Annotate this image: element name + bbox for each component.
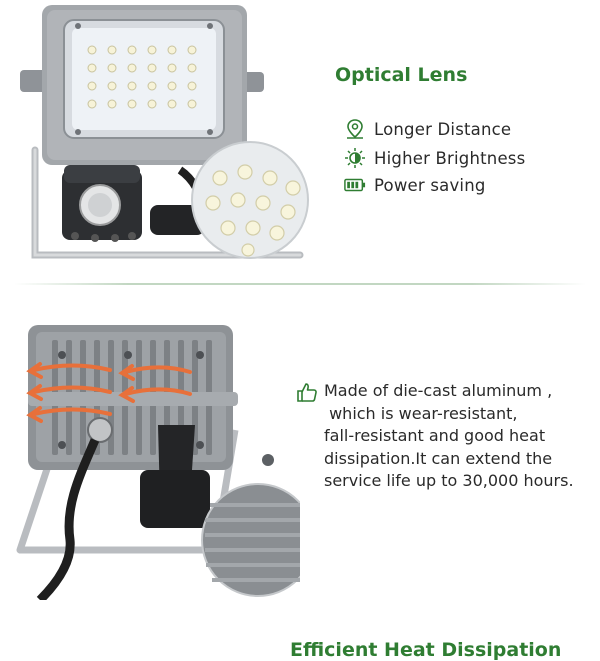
description-line: which is wear-resistant, — [324, 403, 518, 423]
description-line: Made of die-cast aluminum , — [324, 381, 553, 400]
section-divider — [14, 283, 586, 285]
description-line: service life up to 30,000 hours. — [324, 471, 574, 490]
heat-dissipation-panel: Efficient Heat Dissipation — [0, 300, 600, 661]
heat-dissipation-description: Made of die-cast aluminum , which is wea… — [296, 380, 596, 493]
optical-lens-heading: Optical Lens — [335, 64, 468, 86]
feature-higher-brightness: Higher Brightness — [344, 146, 525, 170]
heat-dissipation-heading: Efficient Heat Dissipation — [290, 639, 562, 661]
floodlight-back-image — [16, 325, 300, 600]
feature-label: Power saving — [374, 175, 486, 195]
description-line: dissipation.It can extend the — [324, 448, 553, 468]
feature-label: Higher Brightness — [374, 148, 526, 168]
feature-power-saving: Power saving — [344, 173, 486, 197]
battery-icon — [344, 174, 366, 196]
location-pin-icon — [344, 118, 366, 140]
optical-lens-panel: Optical Lens Longer Distance Higher Brig… — [0, 0, 600, 285]
feature-longer-distance: Longer Distance — [344, 117, 511, 141]
feature-label: Longer Distance — [374, 119, 512, 139]
brightness-icon — [344, 147, 366, 169]
thumbs-up-icon — [296, 381, 318, 403]
description-line: fall-resistant and good heat — [324, 426, 546, 445]
floodlight-front-image — [20, 5, 309, 259]
